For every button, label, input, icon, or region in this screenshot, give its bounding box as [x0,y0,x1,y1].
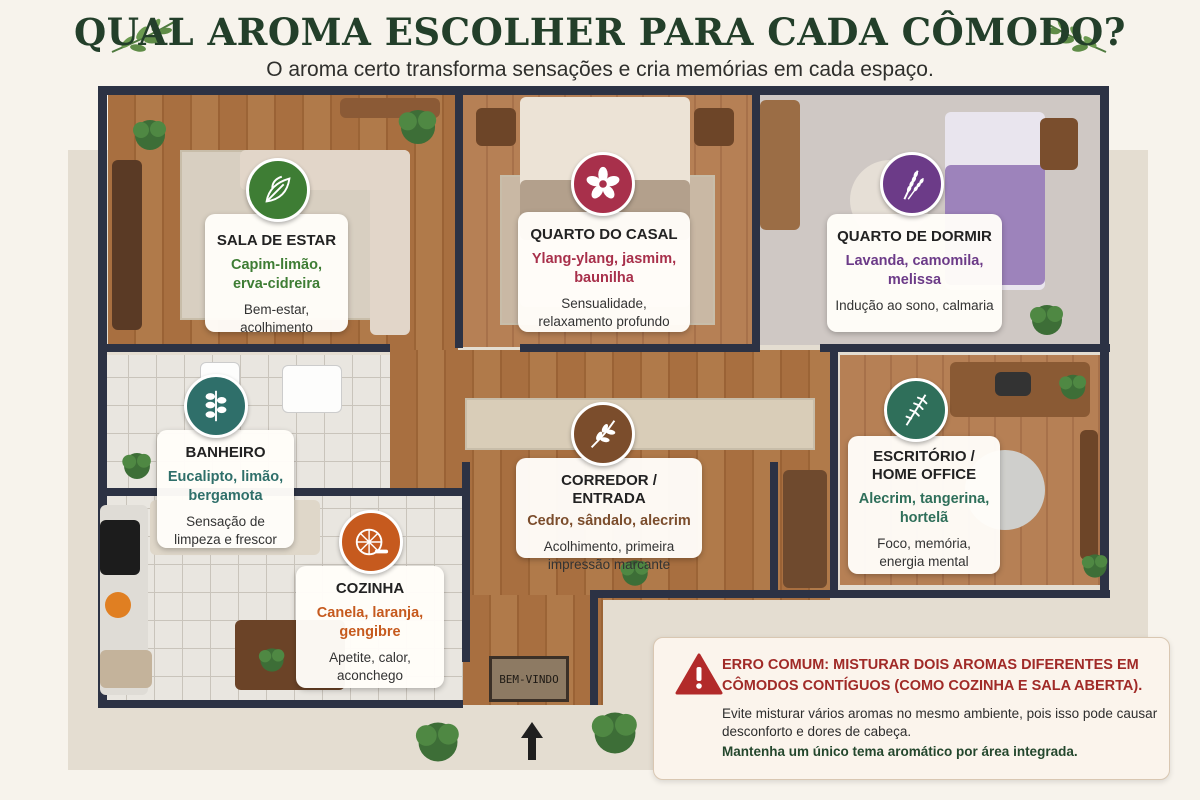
room-card-corredor: CORREDOR / ENTRADA Cedro, sândalo, alecr… [516,458,702,572]
plant-icon [1081,554,1108,578]
wall [755,86,1107,95]
warning-tip: Mantenha um único tema aromático por áre… [722,744,1078,759]
right-laurel-icon [1043,18,1107,53]
left-laurel-icon [111,18,175,53]
lavender-icon [880,152,944,216]
room-card-cozinha: COZINHA Canela, laranja, gengibre Apetit… [296,566,444,688]
nightstand [1040,118,1078,170]
room-aromas: Eucalipto, limão, bergamota [167,469,284,504]
room-name: ESCRITÓRIO / HOME OFFICE [871,448,977,483]
wall [98,700,463,708]
wall [462,462,470,662]
leaves-icon [246,158,310,222]
side-shelf [1080,430,1098,560]
nightstand [476,108,516,146]
wall [100,86,460,95]
plant-icon [415,722,459,762]
room-benefit: Indução ao sono, calmaria [835,298,994,313]
wall [520,344,760,352]
plant-icon [620,560,649,586]
plant-icon [133,120,166,150]
room-benefit: Foco, memória, energia mental [877,536,971,569]
entry-arrow-icon [521,722,543,760]
page-subtitle: O aroma certo transforma sensações e cri… [266,58,934,81]
rosemary-icon [884,378,948,442]
room-aromas: Canela, laranja, gengibre [316,605,424,640]
wall [770,462,778,590]
room-benefit: Bem-estar, acolhimento [240,302,313,335]
room-benefit: Sensação de limpeza e frescor [174,514,277,547]
plant-icon [258,648,285,672]
flower-icon [571,152,635,216]
laptop [995,372,1031,396]
armchair [100,650,152,688]
sofa-chaise [370,150,410,335]
room-aromas: Alecrim, tangerina, hortelã [858,491,990,526]
wall [830,344,838,594]
room-card-quarto-casal: QUARTO DO CASAL Ylang-ylang, jasmim, bau… [518,212,690,332]
wall [1100,86,1109,598]
plant-icon [1059,374,1087,400]
wall [752,86,760,348]
room-benefit: Acolhimento, primeira impressão marcante [543,539,675,572]
room-benefit: Sensualidade, relaxamento profundo [538,296,670,329]
room-card-banheiro: BANHEIRO Eucalipto, limão, bergamota Sen… [157,430,294,548]
page-title: QUAL AROMA ESCOLHER PARA CADA CÔMODO? [74,10,1126,54]
room-card-sala: SALA DE ESTAR Capim-limão, erva-cidreira… [205,214,348,335]
warning-box: ERRO COMUM: MISTURAR DOIS AROMAS DIFEREN… [653,637,1170,780]
cooktop [100,520,140,575]
wall [590,590,1110,598]
wall [590,590,598,705]
warning-icon [675,653,723,695]
plant-icon [398,109,437,145]
room-name: QUARTO DE DORMIR [837,228,992,245]
room-card-escritorio: ESCRITÓRIO / HOME OFFICE Alecrim, tanger… [848,436,1000,574]
fruit-bowl [105,592,131,618]
wardrobe [760,100,800,230]
room-aromas: Ylang-ylang, jasmim, baunilha [531,251,677,286]
room-aromas: Capim-limão, erva-cidreira [230,257,323,292]
warning-title: ERRO COMUM: MISTURAR DOIS AROMAS DIFEREN… [722,657,1143,694]
orange-cinnamon-icon [339,510,403,574]
wall [455,86,761,95]
tv-console [112,160,142,330]
room-name: BANHEIRO [185,444,266,461]
eucalyptus-icon [184,374,248,438]
wall [820,344,1110,352]
wall [98,344,390,352]
warning-body: Evite misturar vários aromas no mesmo am… [722,706,1158,739]
plant-icon [591,712,637,754]
plant-icon [1030,305,1063,335]
wall [98,86,107,706]
room-name: COZINHA [335,580,405,597]
bookshelf [783,470,827,588]
sink [282,365,342,413]
nightstand [694,108,734,146]
hallway-runner [465,398,815,450]
room-aromas: Lavanda, camomila, melissa [845,253,984,288]
room-aromas: Cedro, sândalo, alecrim [527,513,691,529]
room-name: QUARTO DO CASAL [530,226,678,243]
branch-icon [571,402,635,466]
room-name: CORREDOR / ENTRADA [561,472,657,507]
wall [455,86,463,348]
welcome-mat: BEM-VINDO [489,656,569,702]
room-card-quarto-dormir: QUARTO DE DORMIR Lavanda, camomila, meli… [827,214,1002,332]
room-name: SALA DE ESTAR [216,232,337,249]
room-benefit: Apetite, calor, aconchego [329,650,411,683]
plant-icon [122,453,151,479]
